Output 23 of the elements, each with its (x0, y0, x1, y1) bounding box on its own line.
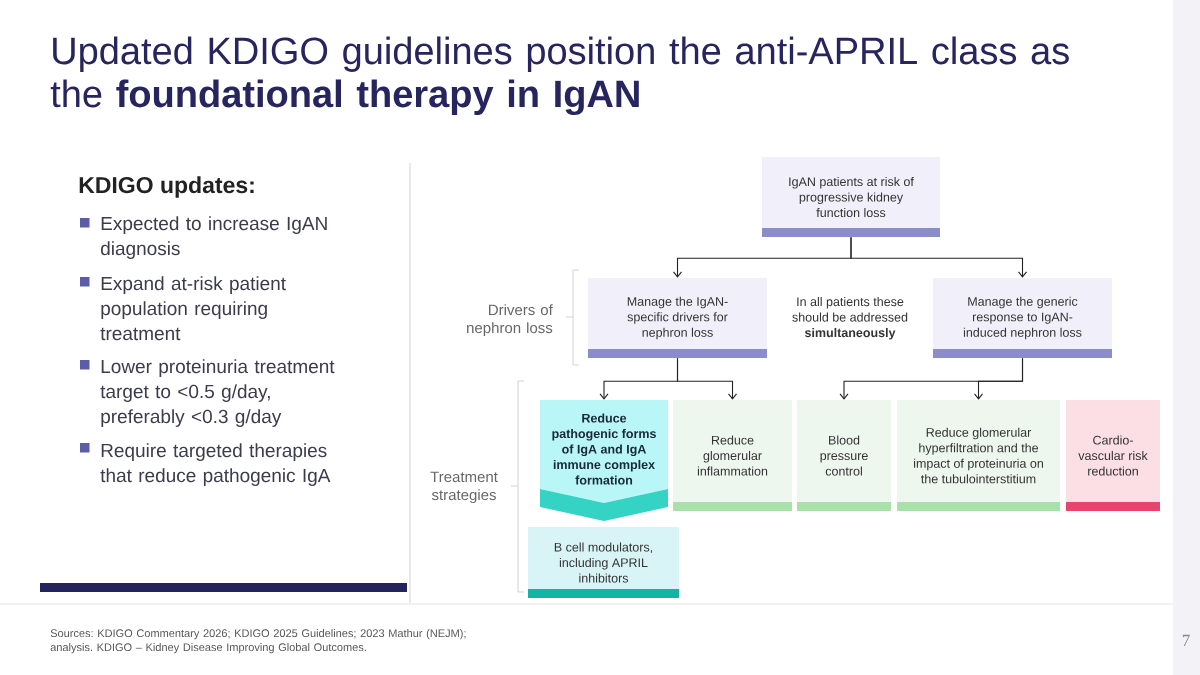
group-label: Drivers of nephron loss (467, 304, 553, 337)
bullet-text: Expected to increase IgAN diagnosis (101, 216, 327, 259)
chevron-box: Reduce pathogenic forms of IgA and IgA immune complex formation (540, 400, 668, 521)
process-box: Manage the generic response to IgAN-induced nephron loss (933, 278, 1112, 358)
process-box: Reduce glomerular hyperfiltration and the impact of proteinuria on the tubulointerstitium (897, 400, 1060, 511)
arrow (850, 236, 1028, 278)
bullet-text: Expand at-risk patient population requiring treatment (100, 276, 286, 341)
process-box: Blood pressure control (797, 400, 891, 511)
process-box: Reduce glomerular inflammation (673, 400, 792, 511)
page-number: 7 (1182, 634, 1190, 646)
process-box: IgAN patients at risk of progressive kidney function loss (762, 157, 940, 237)
footnote: Sources: KDIGO Commentary 2026; KDIGO 2025 Guidelines; 2023 Mathur (NEJM); analysis. KDIGO – Kidney Disease Improving Global Outcomes. (50, 629, 466, 654)
slide-title: Updated KDIGO guidelines position the anti-APRIL class as the foundational therapy in IgAN (50, 36, 1069, 116)
note-text: In all patients these should be addressed simultaneously (792, 296, 908, 340)
section-heading: KDIGO updates: (79, 176, 254, 198)
arrow (676, 357, 738, 400)
process-box: B cell modulators, including APRIL inhibitors (528, 527, 679, 598)
arrow (973, 357, 1024, 400)
bullet-text: Lower proteinuria treatment target to <0.5 g/day, preferably <0.3 g/day (100, 359, 335, 427)
process-box: Manage the IgAN-specific drivers for nephron loss (588, 278, 767, 358)
bullet-text: Require targeted therapies that reduce pathogenic IgA (100, 443, 331, 486)
process-box: Cardio-vascular risk reduction (1066, 400, 1160, 511)
group-label: Treatment strategies (430, 471, 498, 504)
